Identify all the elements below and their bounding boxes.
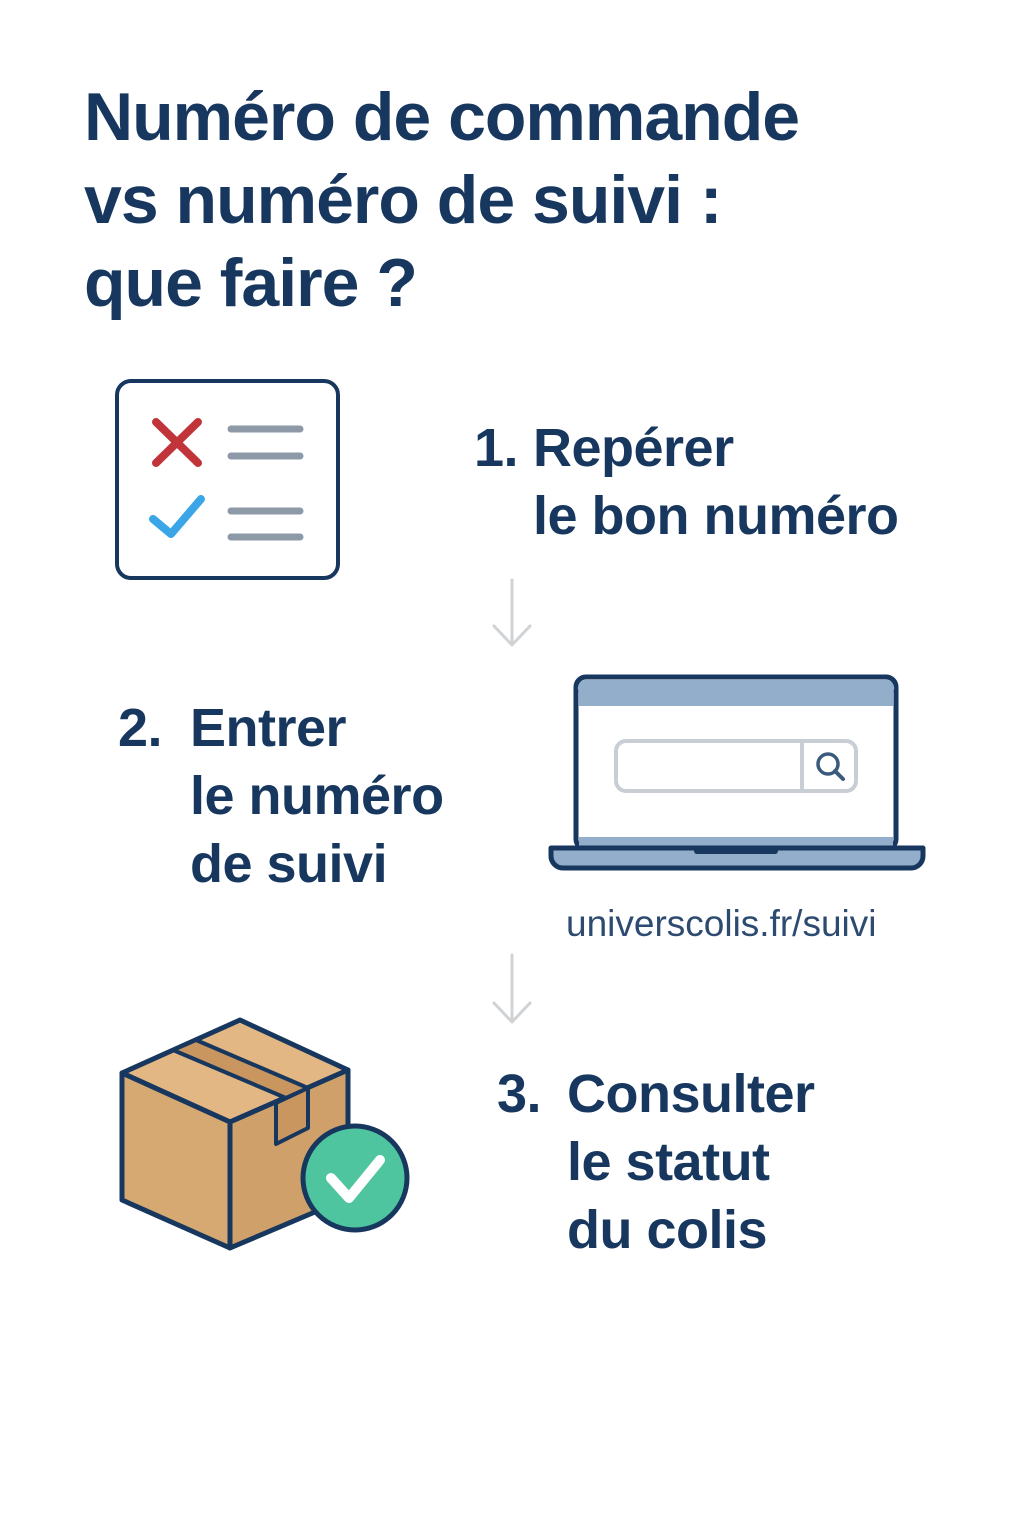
search-icon [816, 752, 845, 781]
package-check-icon [119, 1017, 410, 1251]
arrow-down-icon [492, 953, 532, 1024]
check-icon [149, 495, 205, 538]
step-text: le numéro [190, 766, 444, 826]
page-title: Numéro de commande vs numéro de suivi : … [84, 76, 800, 325]
step-text: le bon numéro [533, 486, 899, 546]
arrow-down-icon [492, 578, 532, 647]
checklist-icon [115, 379, 340, 580]
cross-icon [152, 418, 202, 467]
step-text: Consulter [567, 1064, 815, 1124]
step-text: Repérer [533, 418, 734, 478]
check-badge-icon [300, 1123, 410, 1233]
title-line: Numéro de commande [84, 79, 800, 155]
step-number: 1. [474, 418, 519, 478]
step-text: du colis [567, 1200, 768, 1260]
title-line: vs numéro de suivi : [84, 162, 723, 238]
step-text: de suivi [190, 834, 388, 894]
step-text: le statut [567, 1132, 770, 1192]
step-text: Entrer [190, 698, 347, 758]
laptop-search-icon [548, 674, 926, 871]
step-number: 3. [497, 1064, 542, 1124]
step-number: 2. [118, 698, 163, 758]
tracking-url[interactable]: universcolis.fr/suivi [566, 903, 877, 944]
title-line: que faire ? [84, 245, 418, 321]
